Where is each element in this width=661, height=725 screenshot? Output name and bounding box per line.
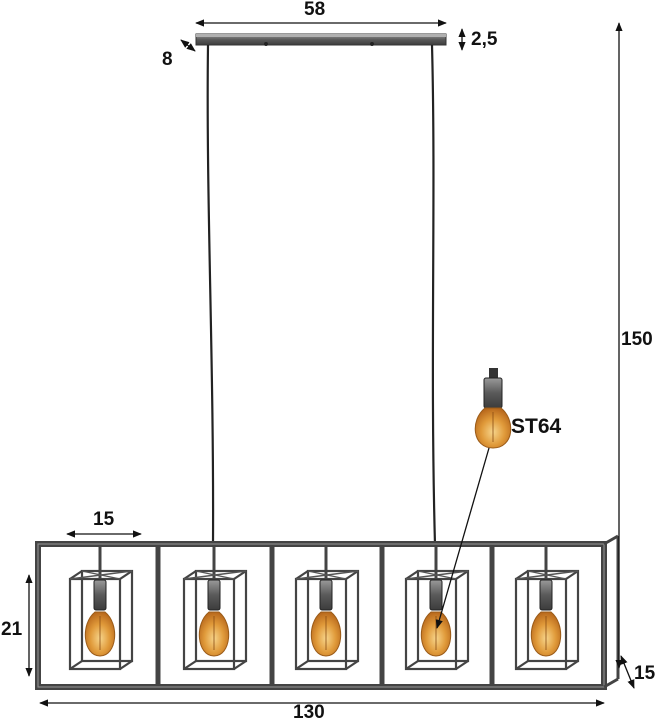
canopy-depth-line: [180, 39, 196, 52]
frame-depth-label: 15: [634, 663, 656, 684]
cage-width-label: 15: [93, 509, 115, 530]
bulb-model-label: ST64: [511, 415, 562, 438]
lamp-cage: [68, 547, 134, 671]
canopy-depth-label: 8: [162, 49, 173, 70]
ceiling-canopy: [195, 33, 447, 46]
bulb-detail: [435, 368, 512, 629]
lamp-cage: [404, 547, 470, 671]
lamp-cage: [182, 547, 248, 671]
canopy-height-label: 2,5: [471, 29, 498, 50]
cage-height-label: 21: [1, 619, 23, 640]
canopy-width-label: 58: [304, 0, 326, 20]
frame-depth-line: [620, 655, 635, 689]
dimension-lines: [25, 19, 635, 707]
lamp-cages: [68, 547, 580, 671]
total-height-label: 150: [621, 329, 653, 350]
suspension-cables: [206, 44, 437, 546]
lamp-cage: [294, 547, 360, 671]
lamp-cage: [514, 547, 580, 671]
frame-width-label: 130: [293, 702, 325, 723]
